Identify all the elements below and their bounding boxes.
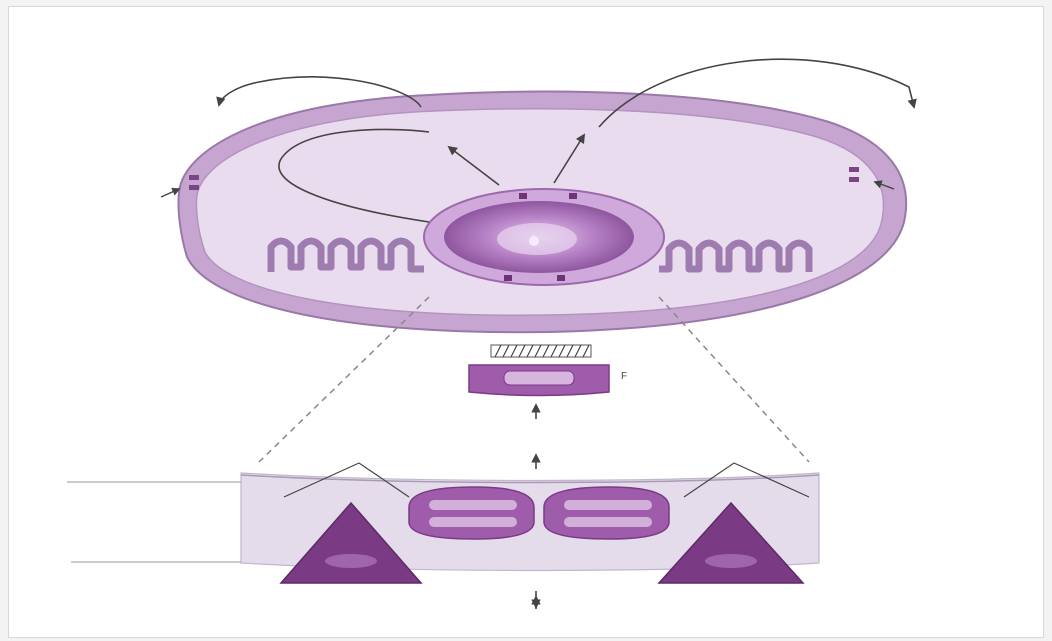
callout-lines <box>67 482 241 562</box>
panel-label-f: F <box>621 371 627 382</box>
cell-signaling-diagram: F <box>9 7 1045 639</box>
nucleus <box>424 189 664 285</box>
receptor-complex-f: F <box>469 345 627 396</box>
figure-frame: F <box>8 6 1044 638</box>
